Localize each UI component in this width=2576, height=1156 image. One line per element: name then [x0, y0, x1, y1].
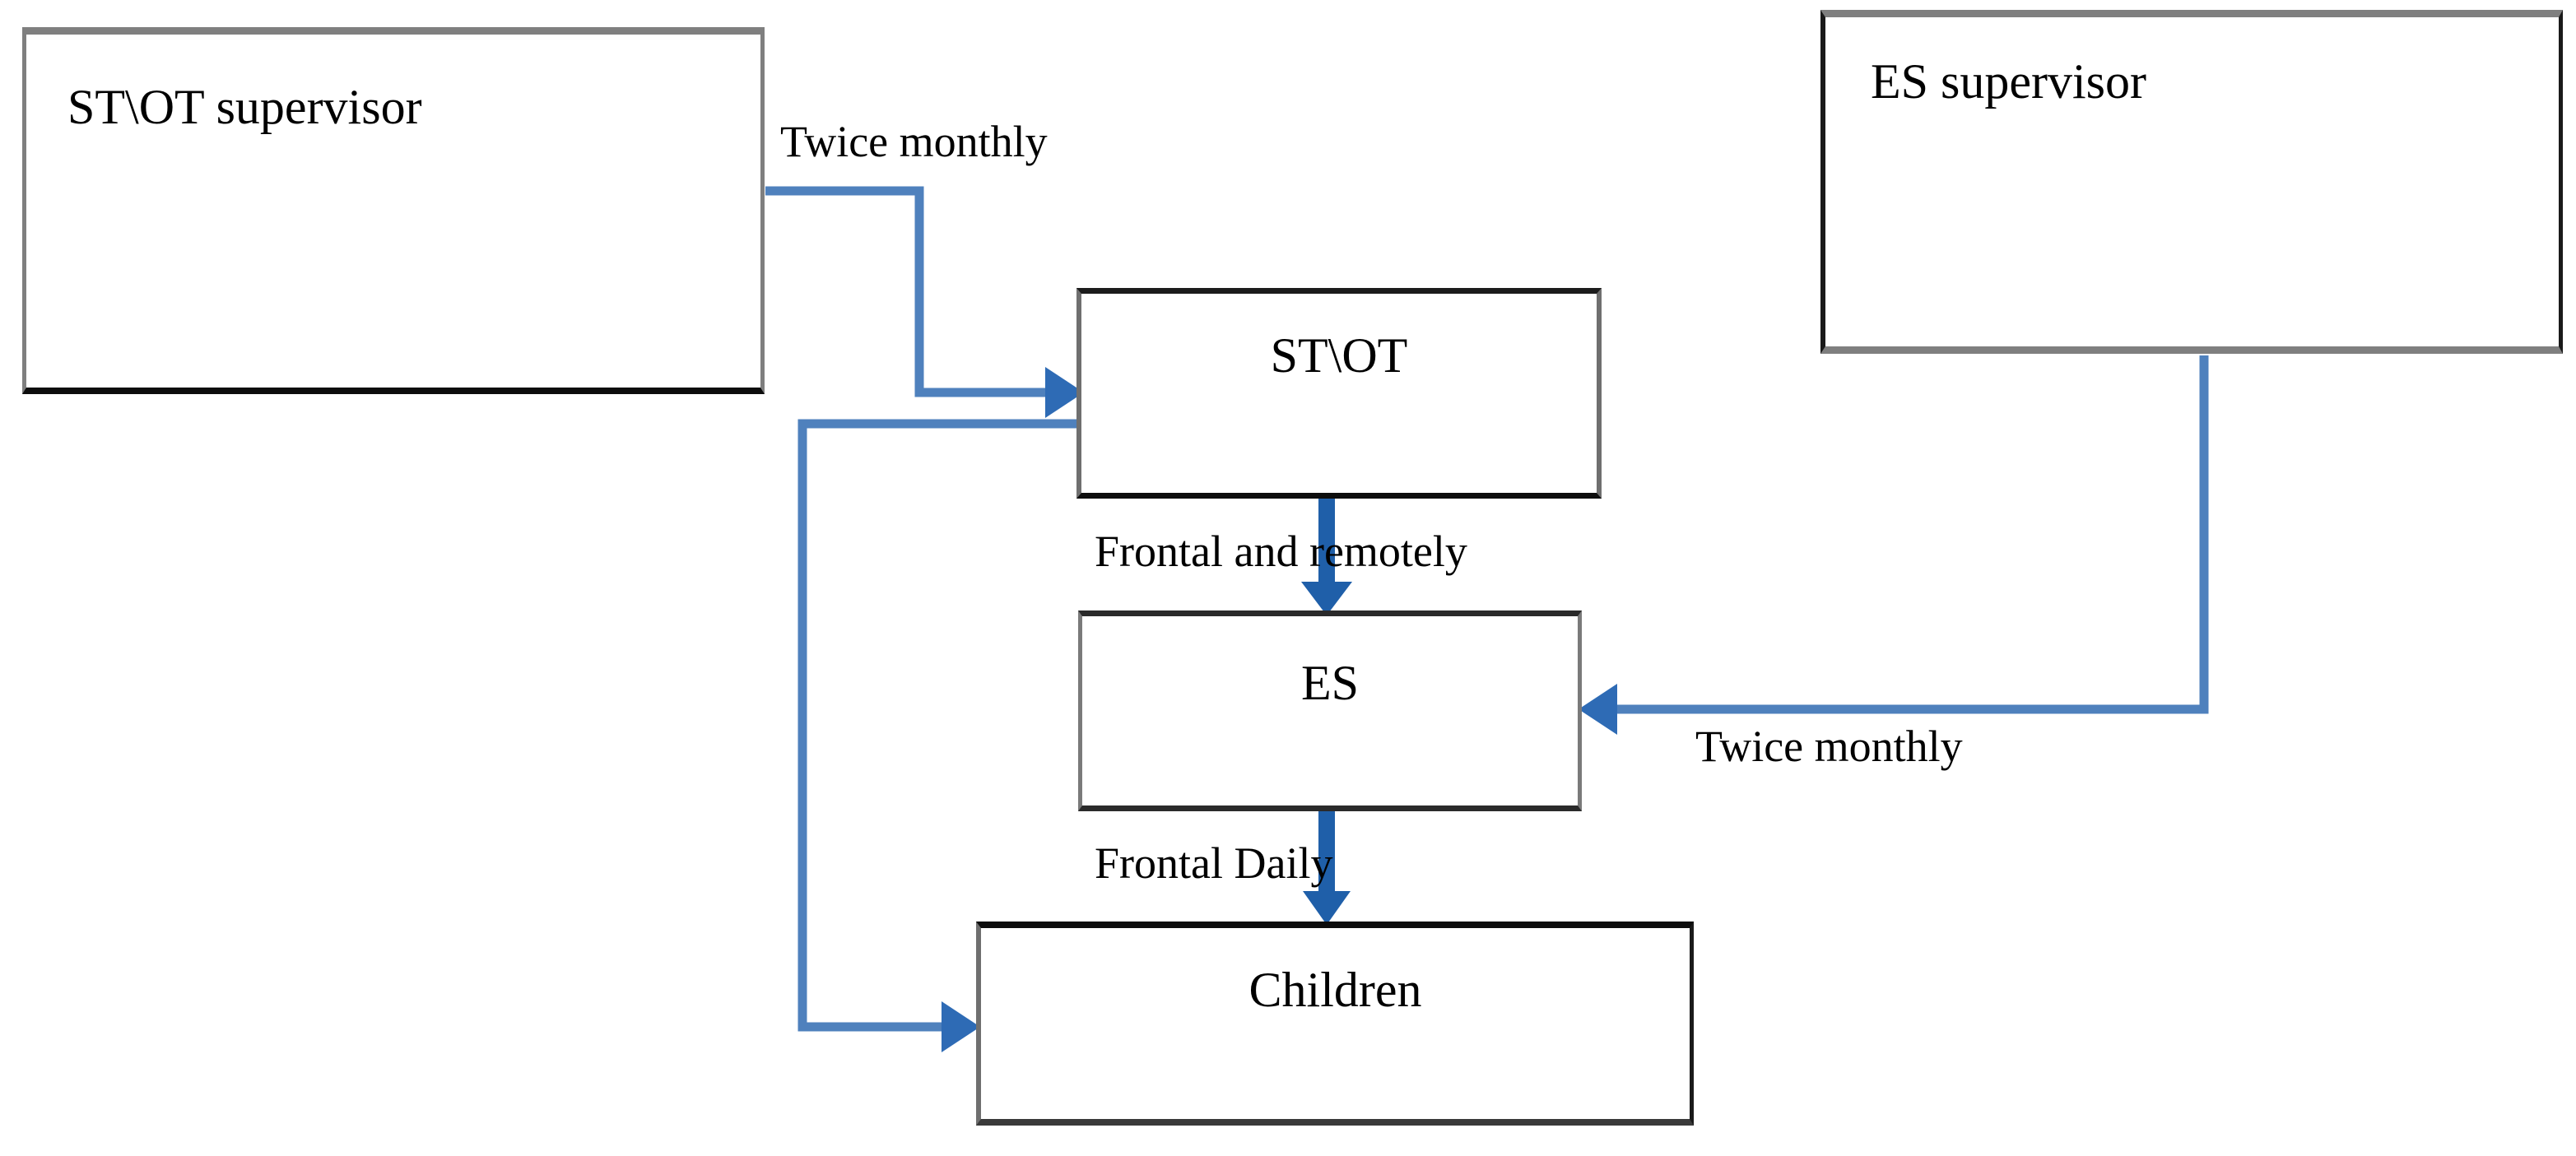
- edge-st-ot-supervisor-to-st-ot: [765, 186, 1048, 397]
- node-st-ot-label: ST\OT: [1270, 328, 1408, 383]
- node-children-label: Children: [1248, 963, 1422, 1017]
- edge-label-frontal-daily: Frontal Daily: [1095, 838, 1333, 888]
- arrowhead-into-children: [942, 1001, 980, 1052]
- node-es-supervisor[interactable]: ES supervisor: [1820, 10, 2563, 354]
- node-es-supervisor-label: ES supervisor: [1871, 54, 2146, 109]
- node-children[interactable]: Children: [976, 922, 1694, 1126]
- edge-label-twice-monthly-st-ot: Twice monthly: [780, 117, 1048, 166]
- node-es[interactable]: ES: [1078, 610, 1582, 811]
- node-st-ot-supervisor-label: ST\OT supervisor: [67, 80, 422, 134]
- node-st-ot-supervisor[interactable]: ST\OT supervisor: [22, 27, 765, 394]
- arrowhead-es-to-children: [1303, 891, 1351, 925]
- arrowhead-into-es: [1579, 684, 1617, 735]
- edge-label-twice-monthly-es: Twice monthly: [1695, 722, 1963, 771]
- edge-es-supervisor-to-es: [1615, 355, 2209, 714]
- edge-label-frontal-and-remotely: Frontal and remotely: [1095, 527, 1467, 576]
- node-es-label: ES: [1300, 656, 1360, 710]
- node-st-ot[interactable]: ST\OT: [1076, 288, 1602, 499]
